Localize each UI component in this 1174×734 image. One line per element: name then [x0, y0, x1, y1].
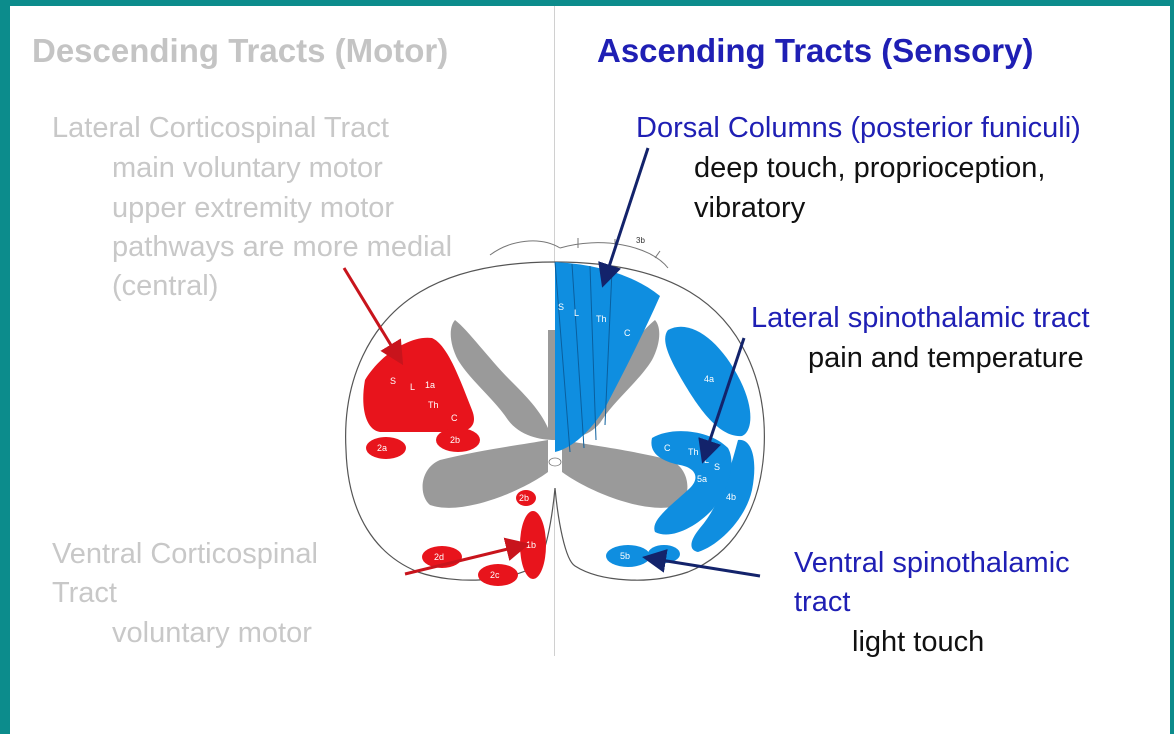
tract-2d-label: 2d — [434, 552, 444, 562]
central-canal — [549, 458, 561, 466]
tract-2b-lower-label: 2b — [450, 435, 460, 445]
tract-4b-label: 4b — [726, 492, 736, 502]
lst-seg-th: Th — [688, 447, 699, 457]
lcs-seg-th: Th — [428, 400, 439, 410]
dorsal-arc-left — [490, 241, 560, 255]
tract-5b-label: 5b — [620, 551, 630, 561]
lcs-seg-1a: 1a — [425, 380, 435, 390]
arrow-dorsal-columns — [604, 148, 648, 282]
tract-1b-label: 1b — [526, 540, 536, 550]
tract-4a-label: 4a — [704, 374, 714, 384]
dorsal-seg-s: S — [558, 302, 564, 312]
lcs-seg-s: S — [390, 376, 396, 386]
lcs-seg-c: C — [451, 413, 458, 423]
dorsal-top-label: 3b — [636, 236, 645, 245]
tract-2b-ventral-label: 2b — [519, 493, 529, 503]
lcs-seg-l: L — [410, 382, 415, 392]
dorsal-seg-th: Th — [596, 314, 607, 324]
tract-2c-label: 2c — [490, 570, 500, 580]
tract-5a-label: 5a — [697, 474, 707, 484]
dorsal-seg-c: C — [624, 328, 631, 338]
tract-2a-label: 2a — [377, 443, 387, 453]
lst-seg-c: C — [664, 443, 671, 453]
dorsal-seg-l: L — [574, 308, 579, 318]
lst-seg-s: S — [714, 462, 720, 472]
